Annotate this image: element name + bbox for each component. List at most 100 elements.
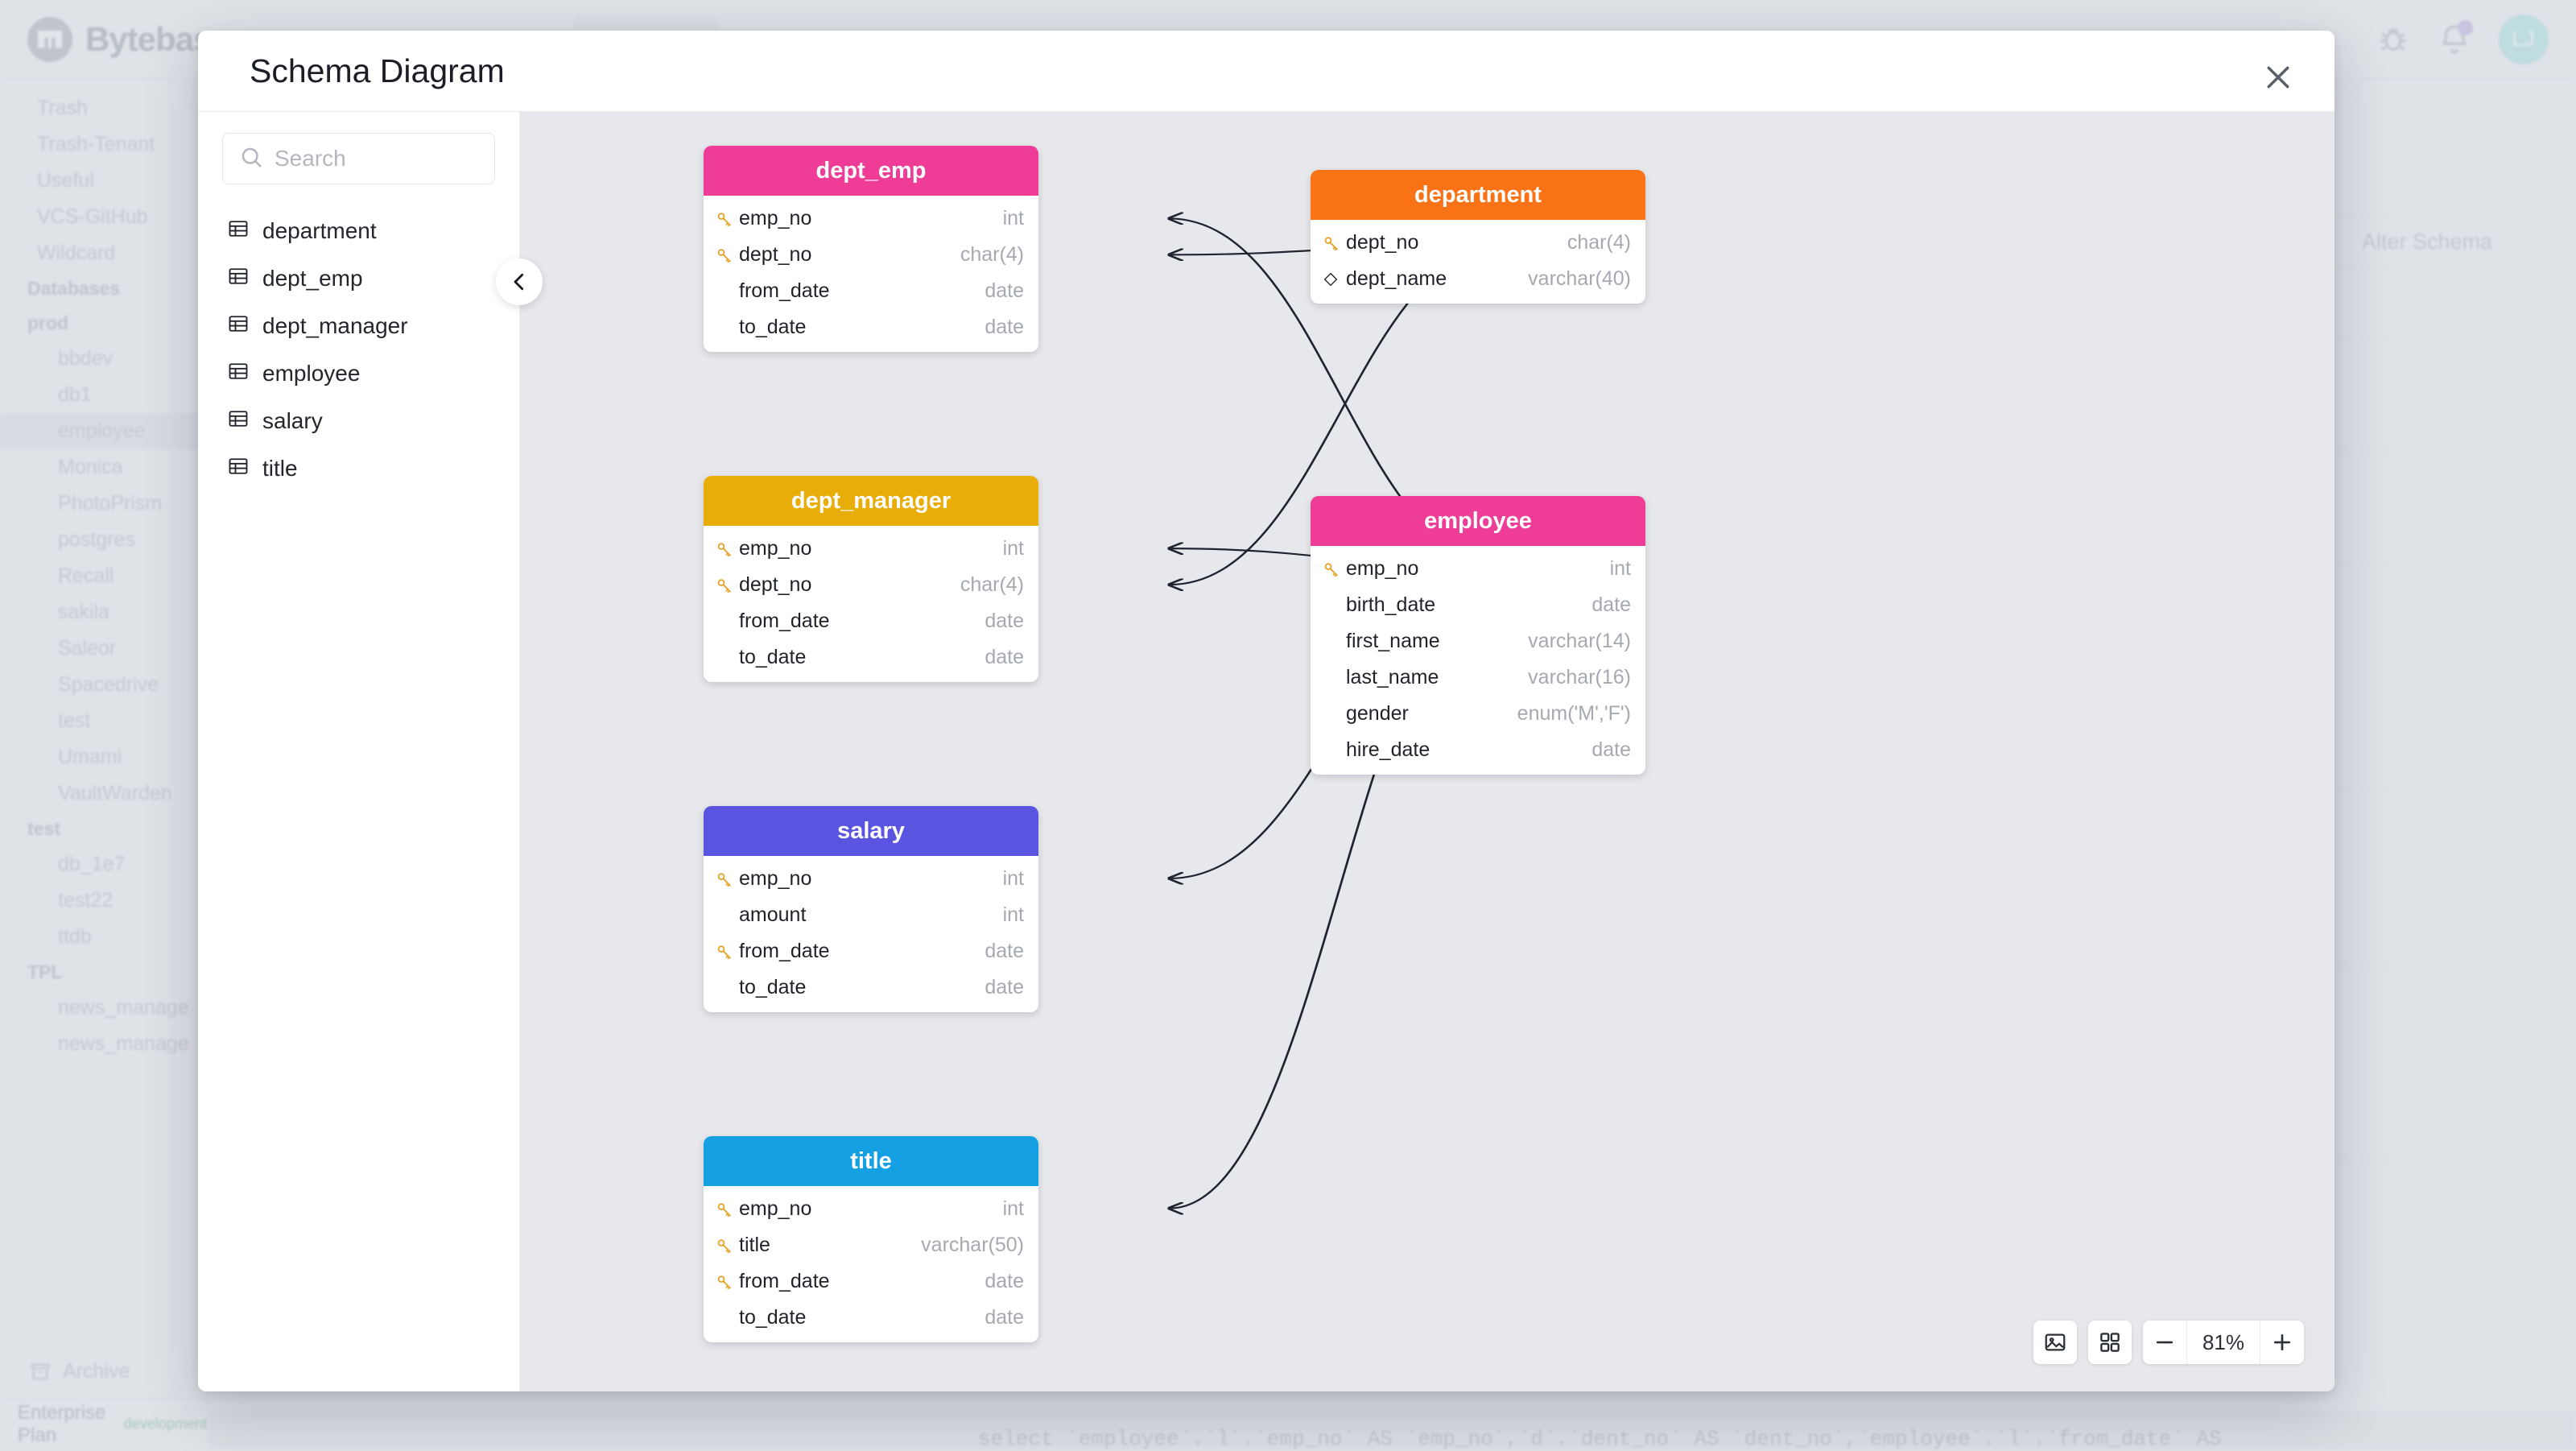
table-list-item-employee[interactable]: employee bbox=[222, 349, 495, 397]
sidebar-item-test[interactable]: test bbox=[0, 812, 207, 846]
bell-icon[interactable] bbox=[2438, 23, 2471, 56]
key-icon bbox=[715, 1200, 739, 1219]
table-list-item-dept_manager[interactable]: dept_manager bbox=[222, 302, 495, 349]
sidebar-item-test[interactable]: test bbox=[0, 703, 207, 739]
table-list-item-dept_emp[interactable]: dept_emp bbox=[222, 254, 495, 302]
column-row[interactable]: from_date date bbox=[704, 273, 1038, 309]
zoom-in-button[interactable] bbox=[2260, 1321, 2304, 1364]
archive-label: Archive bbox=[63, 1360, 130, 1383]
image-icon[interactable] bbox=[2033, 1321, 2077, 1364]
sidebar-item-saleor[interactable]: Saleor bbox=[0, 630, 207, 667]
bug-icon[interactable] bbox=[2376, 23, 2410, 56]
sidebar-item-tpl[interactable]: TPL bbox=[0, 955, 207, 990]
node-title-employee: employee bbox=[1311, 496, 1645, 546]
node-title-dept_emp: dept_emp bbox=[704, 146, 1038, 196]
plan-footer[interactable]: Enterprise Plan development bbox=[0, 1398, 207, 1449]
sidebar-item-vaultwarden[interactable]: VaultWarden bbox=[0, 775, 207, 812]
column-name: emp_no bbox=[1346, 557, 1418, 581]
column-row[interactable]: emp_no int bbox=[704, 531, 1038, 567]
key-icon bbox=[715, 539, 739, 559]
sidebar-item-databases[interactable]: Databases bbox=[0, 271, 207, 306]
close-icon[interactable] bbox=[2256, 55, 2301, 100]
sidebar-item-trash[interactable]: Trash bbox=[0, 90, 207, 126]
column-type: int bbox=[1003, 537, 1024, 560]
sidebar-item-umami[interactable]: Umami bbox=[0, 739, 207, 775]
search-input[interactable] bbox=[275, 146, 478, 172]
table-list-item-title[interactable]: title bbox=[222, 444, 495, 492]
key-icon bbox=[715, 1272, 739, 1292]
table-list-item-label: dept_manager bbox=[262, 313, 408, 339]
column-name: to_date bbox=[739, 646, 806, 669]
table-list-item-department[interactable]: department bbox=[222, 207, 495, 254]
column-type: date bbox=[985, 279, 1024, 303]
sidebar-item-useful[interactable]: Useful bbox=[0, 163, 207, 199]
sidebar-item-prod[interactable]: prod bbox=[0, 306, 207, 341]
plan-label: Enterprise Plan bbox=[18, 1402, 114, 1447]
column-type: date bbox=[985, 646, 1024, 669]
column-name: from_date bbox=[739, 279, 830, 303]
zoom-out-button[interactable] bbox=[2143, 1321, 2186, 1364]
table-icon bbox=[227, 217, 250, 244]
sidebar-item-news-manage[interactable]: news_manage bbox=[0, 990, 207, 1026]
column-name: emp_no bbox=[739, 537, 811, 560]
sidebar-item-monica[interactable]: Monica bbox=[0, 449, 207, 486]
sidebar-item-wildcard[interactable]: Wildcard bbox=[0, 235, 207, 271]
zoom-level-label[interactable]: 81% bbox=[2186, 1321, 2260, 1364]
sidebar-item-employee[interactable]: employee bbox=[0, 413, 207, 449]
search-box[interactable] bbox=[222, 133, 495, 184]
grid-icon[interactable] bbox=[2088, 1321, 2132, 1364]
key-icon bbox=[715, 870, 739, 889]
sidebar-item-photoprism[interactable]: PhotoPrism bbox=[0, 486, 207, 522]
table-list-item-salary[interactable]: salary bbox=[222, 397, 495, 444]
sidebar-item-spacedrive[interactable]: Spacedrive bbox=[0, 667, 207, 703]
sidebar-item-news-manage[interactable]: news_manage bbox=[0, 1026, 207, 1062]
sidebar-item-test22[interactable]: test22 bbox=[0, 883, 207, 919]
sidebar-item-db1[interactable]: db1 bbox=[0, 377, 207, 413]
sidebar-item-recall[interactable]: Recall bbox=[0, 558, 207, 594]
sidebar-item-trash-tenant[interactable]: Trash-Tenant bbox=[0, 126, 207, 163]
alter-schema-button[interactable]: Alter Schema bbox=[2318, 213, 2536, 270]
column-row[interactable]: to_date date bbox=[704, 639, 1038, 676]
column-type: date bbox=[1591, 738, 1631, 762]
sidebar-item-db-1e7[interactable]: db_1e7 bbox=[0, 846, 207, 883]
sidebar-item-archive[interactable]: Archive bbox=[0, 1354, 207, 1390]
chevron-left-icon[interactable] bbox=[496, 258, 543, 305]
sidebar-item-sakila[interactable]: sakila bbox=[0, 594, 207, 630]
sidebar-item-vcs-github[interactable]: VCS-GitHub bbox=[0, 199, 207, 235]
avatar[interactable]: LJ bbox=[2499, 14, 2549, 64]
column-name: from_date bbox=[739, 1270, 830, 1293]
sidebar-item-bbdev[interactable]: bbdev bbox=[0, 341, 207, 377]
sidebar-item-postgres[interactable]: postgres bbox=[0, 522, 207, 558]
sidebar-item-ttdb[interactable]: ttdb bbox=[0, 919, 207, 955]
